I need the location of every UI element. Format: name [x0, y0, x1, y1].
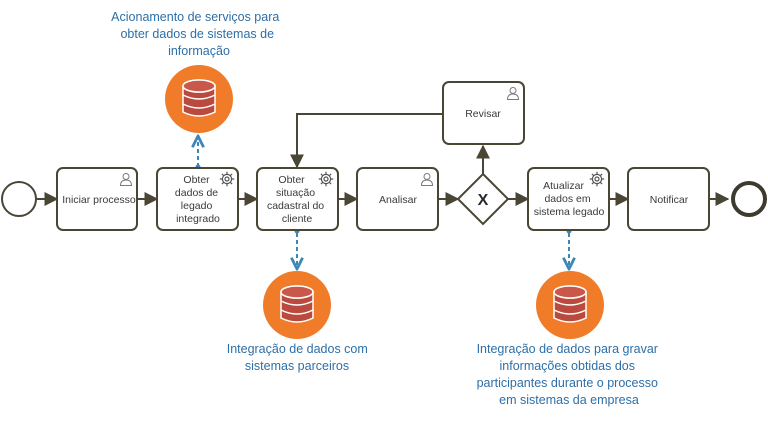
database-icon	[262, 270, 332, 340]
task-label: Atualizar dados em sistema legado	[534, 180, 605, 218]
gateway-symbol: X	[478, 192, 489, 209]
exclusive-gateway[interactable]: X	[456, 172, 510, 226]
database-icon	[535, 270, 605, 340]
task-analisar[interactable]: Analisar	[356, 167, 439, 231]
task-label: Analisar	[379, 194, 417, 206]
task-atualizar-dados[interactable]: Atualizar dados em sistema legado	[527, 167, 610, 231]
task-label: Notificar	[650, 194, 689, 206]
end-event[interactable]	[731, 181, 767, 217]
task-label: Obter situação cadastral do cliente	[267, 174, 327, 225]
task-revisar[interactable]: Revisar	[442, 81, 525, 145]
flow-revisar-to-obter-situacao	[290, 113, 443, 169]
task-iniciar-processo[interactable]: Iniciar processo	[56, 167, 138, 231]
task-obter-situacao-cadastral[interactable]: Obter situação cadastral do cliente	[256, 167, 339, 231]
task-label: Revisar	[465, 108, 501, 120]
task-obter-dados-legado[interactable]: Obter dados de legado integrado	[156, 167, 239, 231]
start-event[interactable]	[1, 181, 37, 217]
annotation-bottom-left: Integração de dados com sistemas parceir…	[227, 342, 372, 373]
task-label: Iniciar processo	[62, 194, 136, 206]
task-notificar[interactable]: Notificar	[627, 167, 710, 231]
database-icon	[164, 64, 234, 134]
annotation-bottom-right: Integração de dados para gravar informaç…	[477, 342, 662, 407]
task-label: Obter dados de legado integrado	[175, 174, 221, 225]
annotation-top: Acionamento de serviços para obter dados…	[111, 10, 283, 58]
